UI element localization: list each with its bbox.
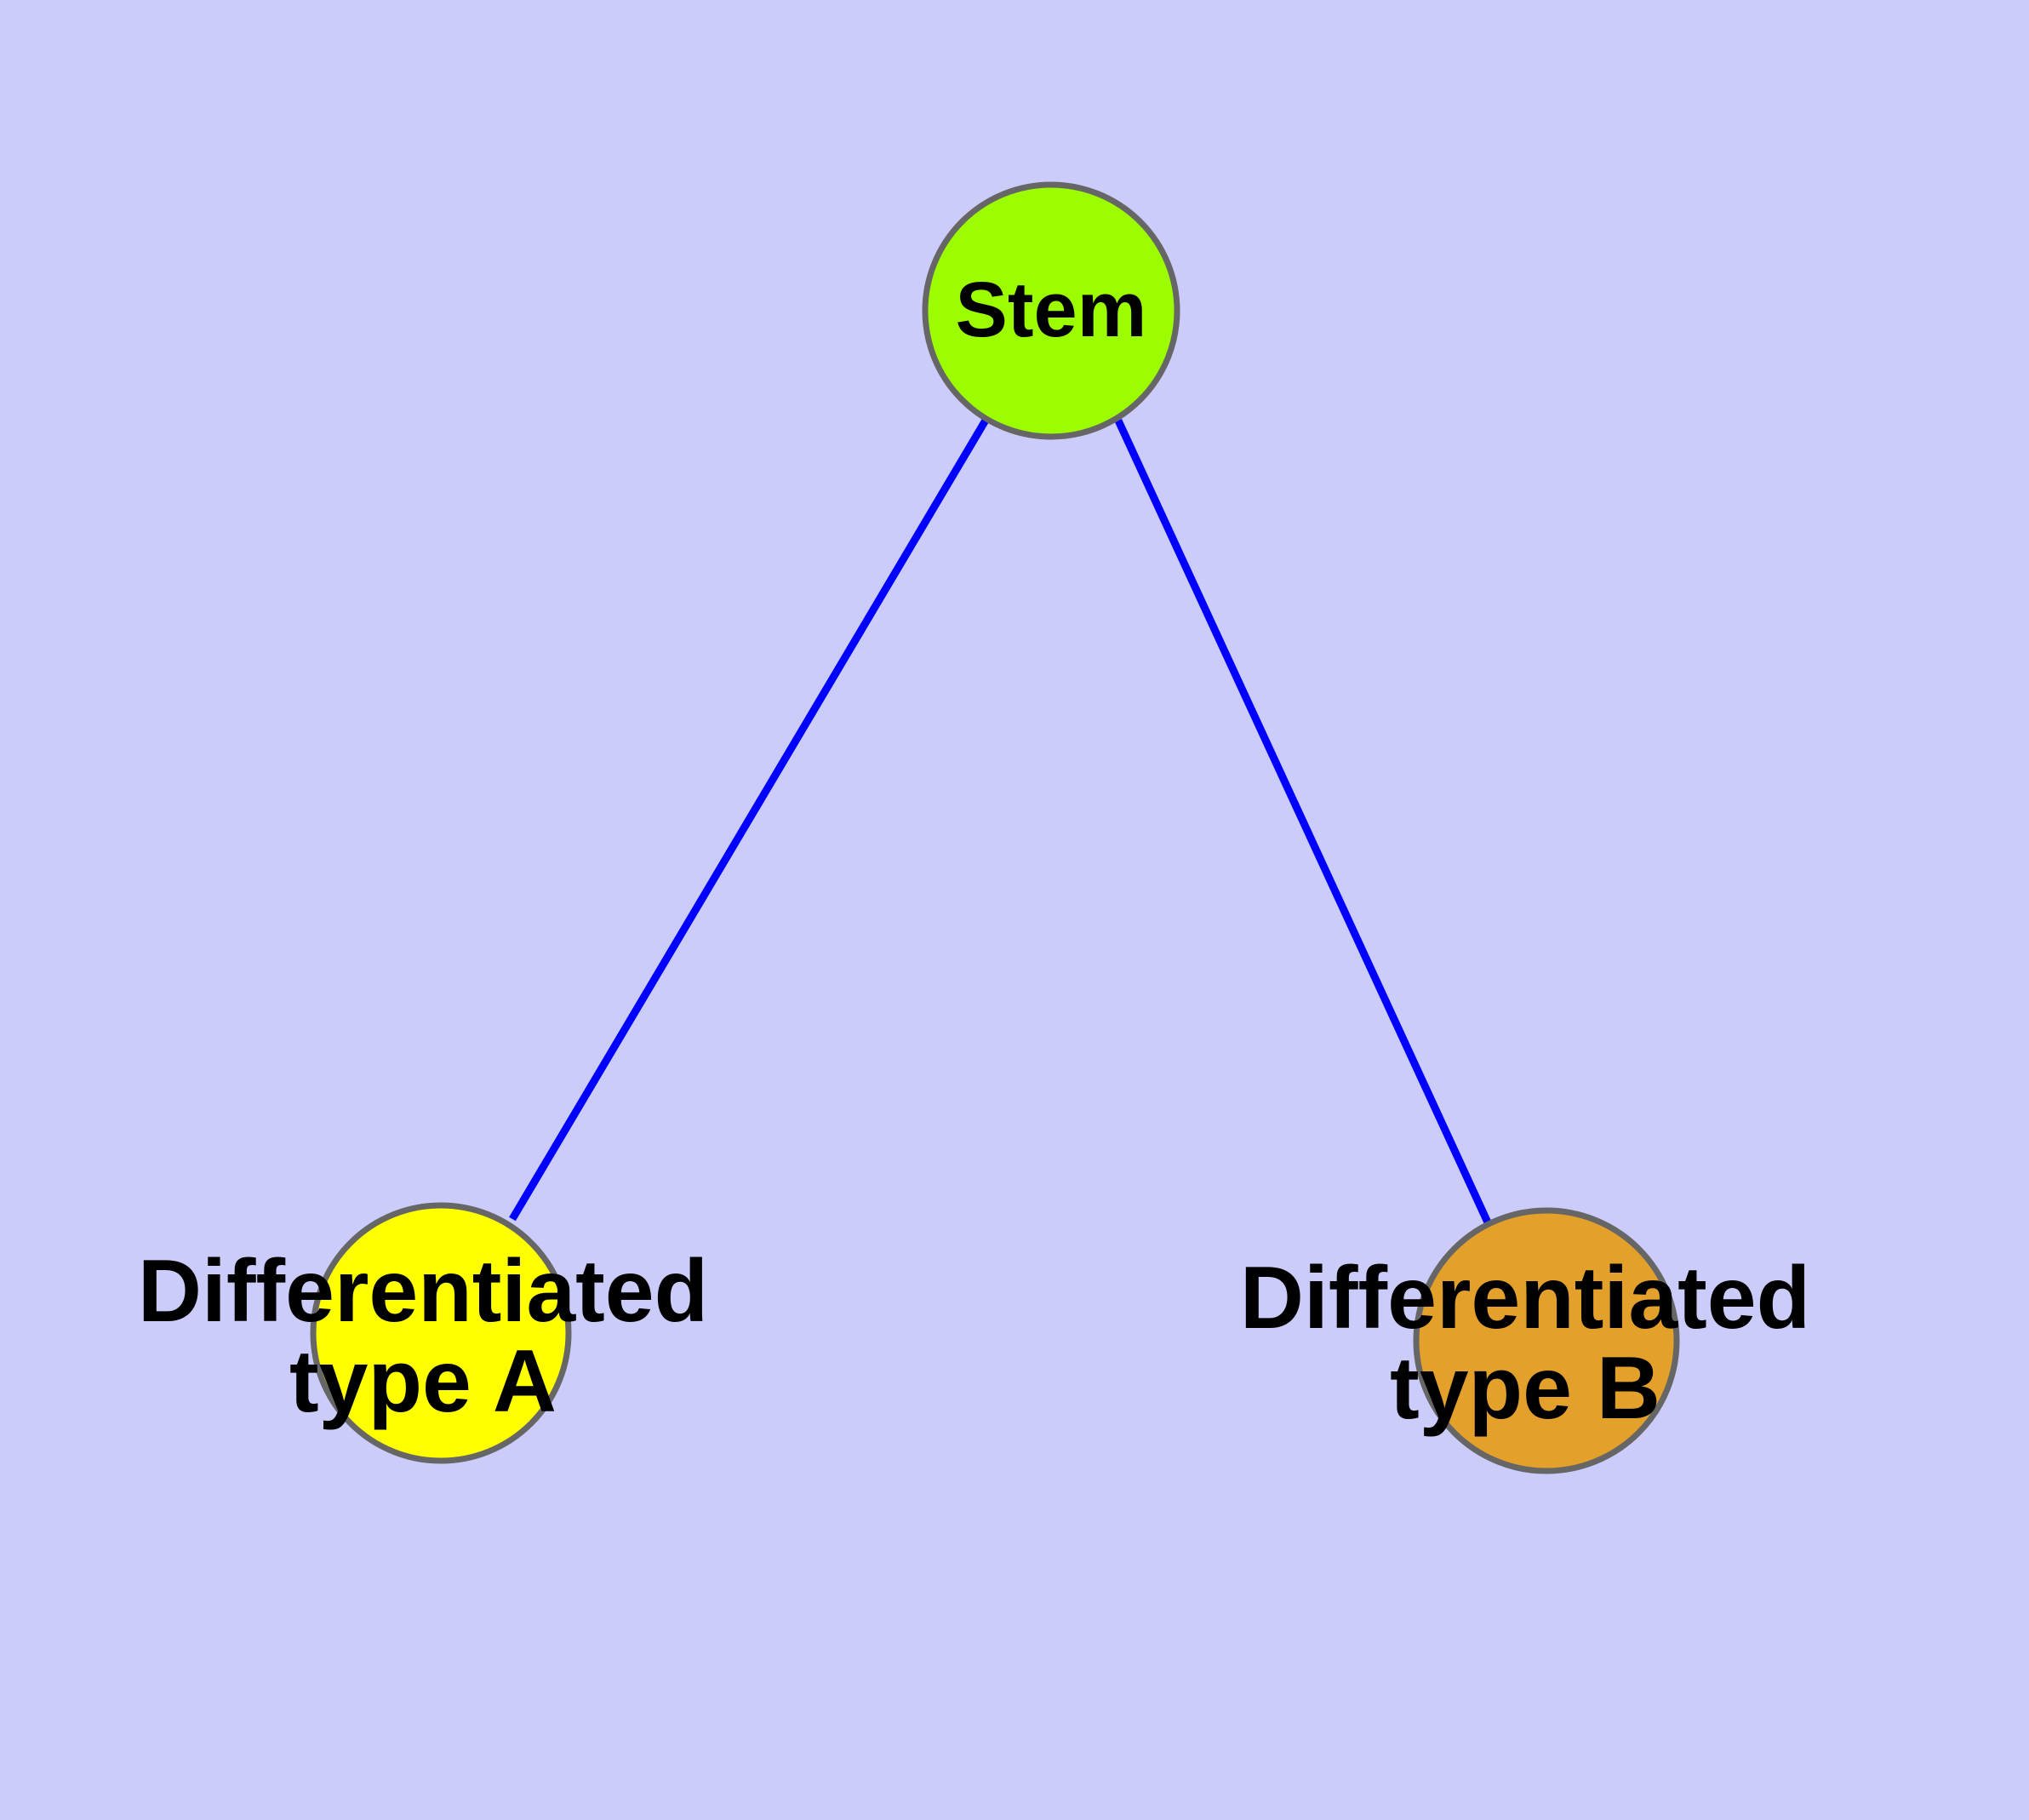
node-stem[interactable] (922, 181, 1180, 440)
edge-stem-to-type-b[interactable] (1114, 419, 1492, 1224)
node-differentiated-type-a[interactable] (310, 1202, 572, 1464)
node-differentiated-type-b[interactable] (1413, 1207, 1680, 1474)
edge-stem-to-type-a[interactable] (509, 416, 990, 1222)
